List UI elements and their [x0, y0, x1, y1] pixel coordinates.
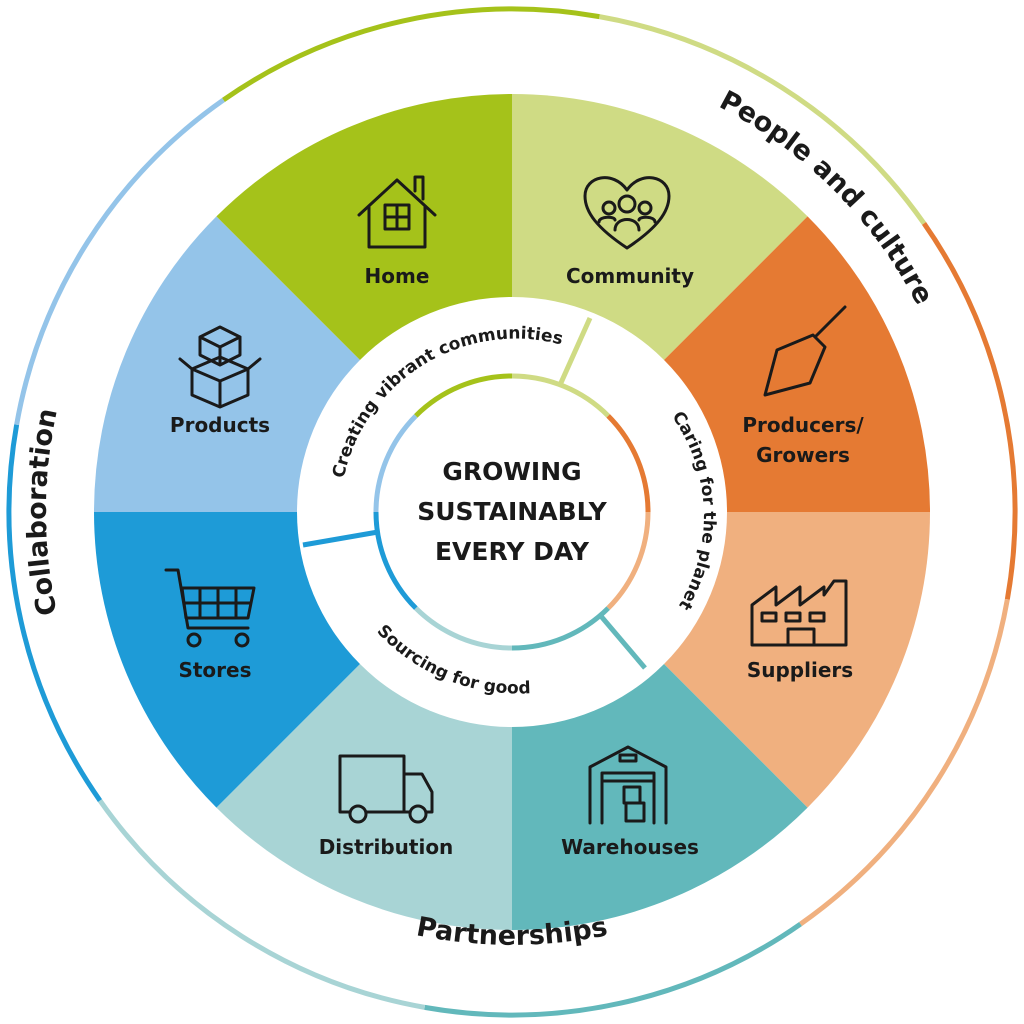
center-title-line2: SUSTAINABLY: [417, 497, 607, 526]
heart-people-icon: [583, 176, 671, 250]
outer-arc: [97, 799, 426, 1010]
outer-arc: [6, 424, 103, 802]
outer-arc: [14, 97, 225, 426]
sector-labels: Community Producers/ Growers Suppliers W…: [170, 264, 864, 859]
center-arc: [414, 373, 513, 418]
center-title-line1: GROWING: [442, 457, 581, 486]
boxes-icon: [178, 325, 262, 409]
center-arc: [511, 373, 610, 418]
label-community: Community: [566, 264, 694, 288]
outer-ring-arcs: [6, 6, 1018, 1018]
trowel-icon: [763, 305, 847, 397]
center-arc: [511, 606, 610, 651]
center-circle: [374, 374, 650, 650]
factory-icon: [750, 579, 848, 647]
house-icon: [357, 175, 437, 249]
warehouse-icon: [588, 745, 668, 825]
center-arc: [606, 414, 651, 513]
label-distribution: Distribution: [319, 835, 454, 859]
center-arc: [414, 606, 513, 651]
label-growers: Growers: [756, 443, 850, 467]
center-arcs: [373, 373, 651, 651]
outer-arc: [921, 222, 1018, 600]
outer-arc: [799, 598, 1010, 927]
truck-icon: [338, 754, 434, 824]
center-arc: [373, 414, 418, 513]
center-arc: [606, 511, 651, 610]
outer-arc: [424, 921, 802, 1018]
label-home: Home: [365, 264, 430, 288]
center-title-line3: EVERY DAY: [435, 537, 590, 566]
center-arc: [373, 511, 418, 610]
label-warehouses: Warehouses: [561, 835, 699, 859]
outer-arc: [598, 14, 927, 225]
label-products: Products: [170, 413, 270, 437]
label-producers: Producers/: [742, 413, 864, 437]
label-stores: Stores: [178, 658, 251, 682]
shopping-cart-icon: [164, 568, 256, 648]
inner-ring-dividers: [302, 316, 647, 670]
label-suppliers: Suppliers: [747, 658, 853, 682]
outer-arc: [222, 6, 600, 103]
